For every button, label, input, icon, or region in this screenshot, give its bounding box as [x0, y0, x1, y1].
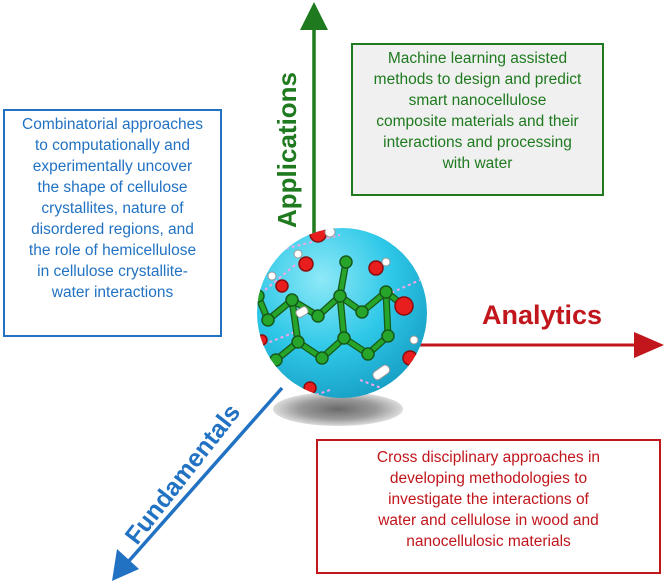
- fundamentals-line-2: to computationally and: [34, 137, 191, 154]
- applications-line-4: composite materials and their: [376, 113, 579, 130]
- arrow-right-icon: [634, 332, 664, 358]
- fundamentals-line-7: the role of hemicellulose: [28, 242, 197, 259]
- analytics-axis: [420, 332, 664, 358]
- fundamentals-line-8: in cellulose crystallite-: [37, 263, 188, 280]
- sphere-shadow: [273, 392, 403, 426]
- fundamentals-line-1: Combinatorial approaches: [22, 116, 203, 133]
- analytics-line-3: investigate the interactions of: [388, 491, 589, 508]
- fundamentals-axis: [112, 386, 284, 581]
- analytics-line-5: nanocellulosic materials: [406, 533, 571, 550]
- analytics-line-2: developing methodologies to: [389, 470, 588, 487]
- analytics-label: Analytics: [482, 300, 602, 330]
- cellulose-molecule-sphere-icon: [257, 228, 427, 398]
- fundamentals-line-6: disordered regions, and: [31, 221, 194, 238]
- fundamentals-line-5: crystallites, nature of: [41, 200, 184, 217]
- applications-axis: [300, 2, 328, 260]
- fundamentals-label: Fundamentals: [120, 399, 246, 550]
- fundamentals-description-box: Combinatorial approaches to computationa…: [3, 109, 222, 337]
- analytics-line-4: water and cellulose in wood and: [378, 512, 599, 529]
- applications-line-2: methods to design and predict: [373, 71, 582, 88]
- applications-line-3: smart nanocellulose: [408, 92, 547, 109]
- applications-line-5: interactions and processing: [383, 134, 572, 151]
- applications-description-box: Machine learning assisted methods to des…: [351, 43, 604, 196]
- applications-label: Applications: [272, 72, 302, 228]
- analytics-line-1: Cross disciplinary approaches in: [376, 449, 601, 466]
- fundamentals-line-3: experimentally uncover: [32, 158, 193, 175]
- analytics-description-box: Cross disciplinary approaches in develop…: [316, 439, 661, 574]
- fundamentals-line-9: water interactions: [51, 284, 174, 301]
- arrow-down-left-icon: [112, 549, 139, 581]
- arrow-up-icon: [300, 2, 328, 30]
- applications-line-6: with water: [442, 155, 513, 172]
- fundamentals-line-4: the shape of cellulose: [37, 179, 188, 196]
- applications-line-1: Machine learning assisted: [387, 50, 568, 67]
